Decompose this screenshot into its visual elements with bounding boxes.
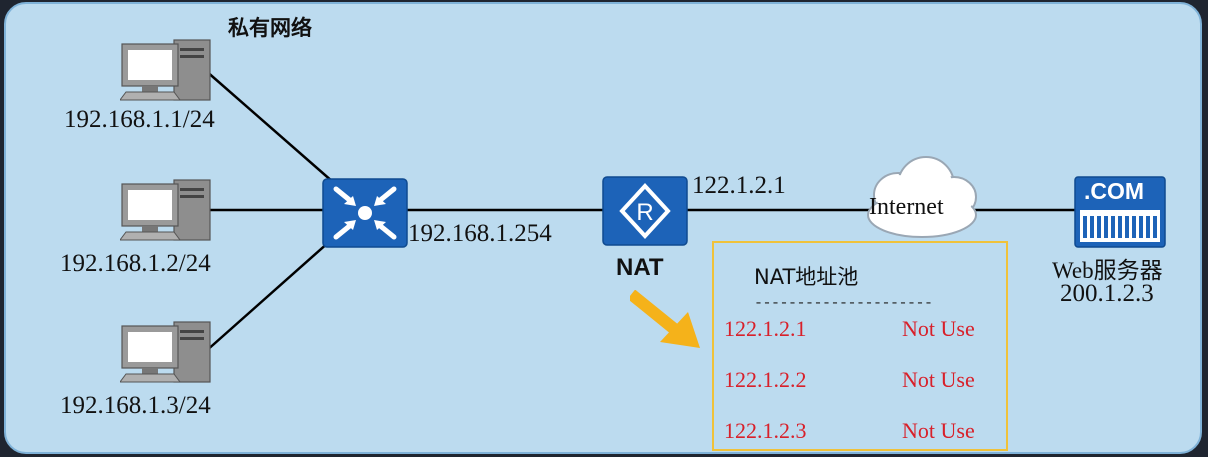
host-3-ip: 192.168.1.3/24 xyxy=(60,392,211,419)
pool-address: 122.1.2.1 xyxy=(724,316,807,341)
server-name: Web服务器 xyxy=(1052,258,1163,283)
pool-status: Not Use xyxy=(902,316,975,341)
cloud-icon xyxy=(867,156,977,238)
pc-icon xyxy=(120,321,211,383)
pool-separator: --------------------- xyxy=(754,295,933,312)
internet-label: Internet xyxy=(869,194,944,220)
host-1-ip: 192.168.1.1/24 xyxy=(64,106,215,133)
pc-icon xyxy=(120,39,211,101)
web-server-icon xyxy=(1074,176,1166,248)
pool-address: 122.1.2.2 xyxy=(724,367,807,392)
switch-icon xyxy=(322,178,408,248)
arrow-icon xyxy=(630,290,700,348)
nat-public-ip: 122.1.2.1 xyxy=(692,172,786,199)
server-ip: 200.1.2.3 xyxy=(1060,280,1154,307)
private-network-label: 私有网络 xyxy=(228,16,312,40)
switch-gateway-ip: 192.168.1.254 xyxy=(408,220,552,247)
pool-title: NAT地址池 xyxy=(754,265,859,289)
nat-label: NAT xyxy=(616,254,664,281)
router-icon: R xyxy=(602,176,688,246)
pc-icon xyxy=(120,179,211,241)
host-2-ip: 192.168.1.2/24 xyxy=(60,250,211,277)
nat-address-pool: NAT地址池 --------------------- 122.1.2.1 N… xyxy=(712,241,1008,451)
pool-status: Not Use xyxy=(902,418,975,443)
pool-address: 122.1.2.3 xyxy=(724,418,807,443)
pool-status: Not Use xyxy=(902,367,975,392)
server-badge: .COM xyxy=(1084,178,1145,204)
svg-text:R: R xyxy=(636,199,653,226)
